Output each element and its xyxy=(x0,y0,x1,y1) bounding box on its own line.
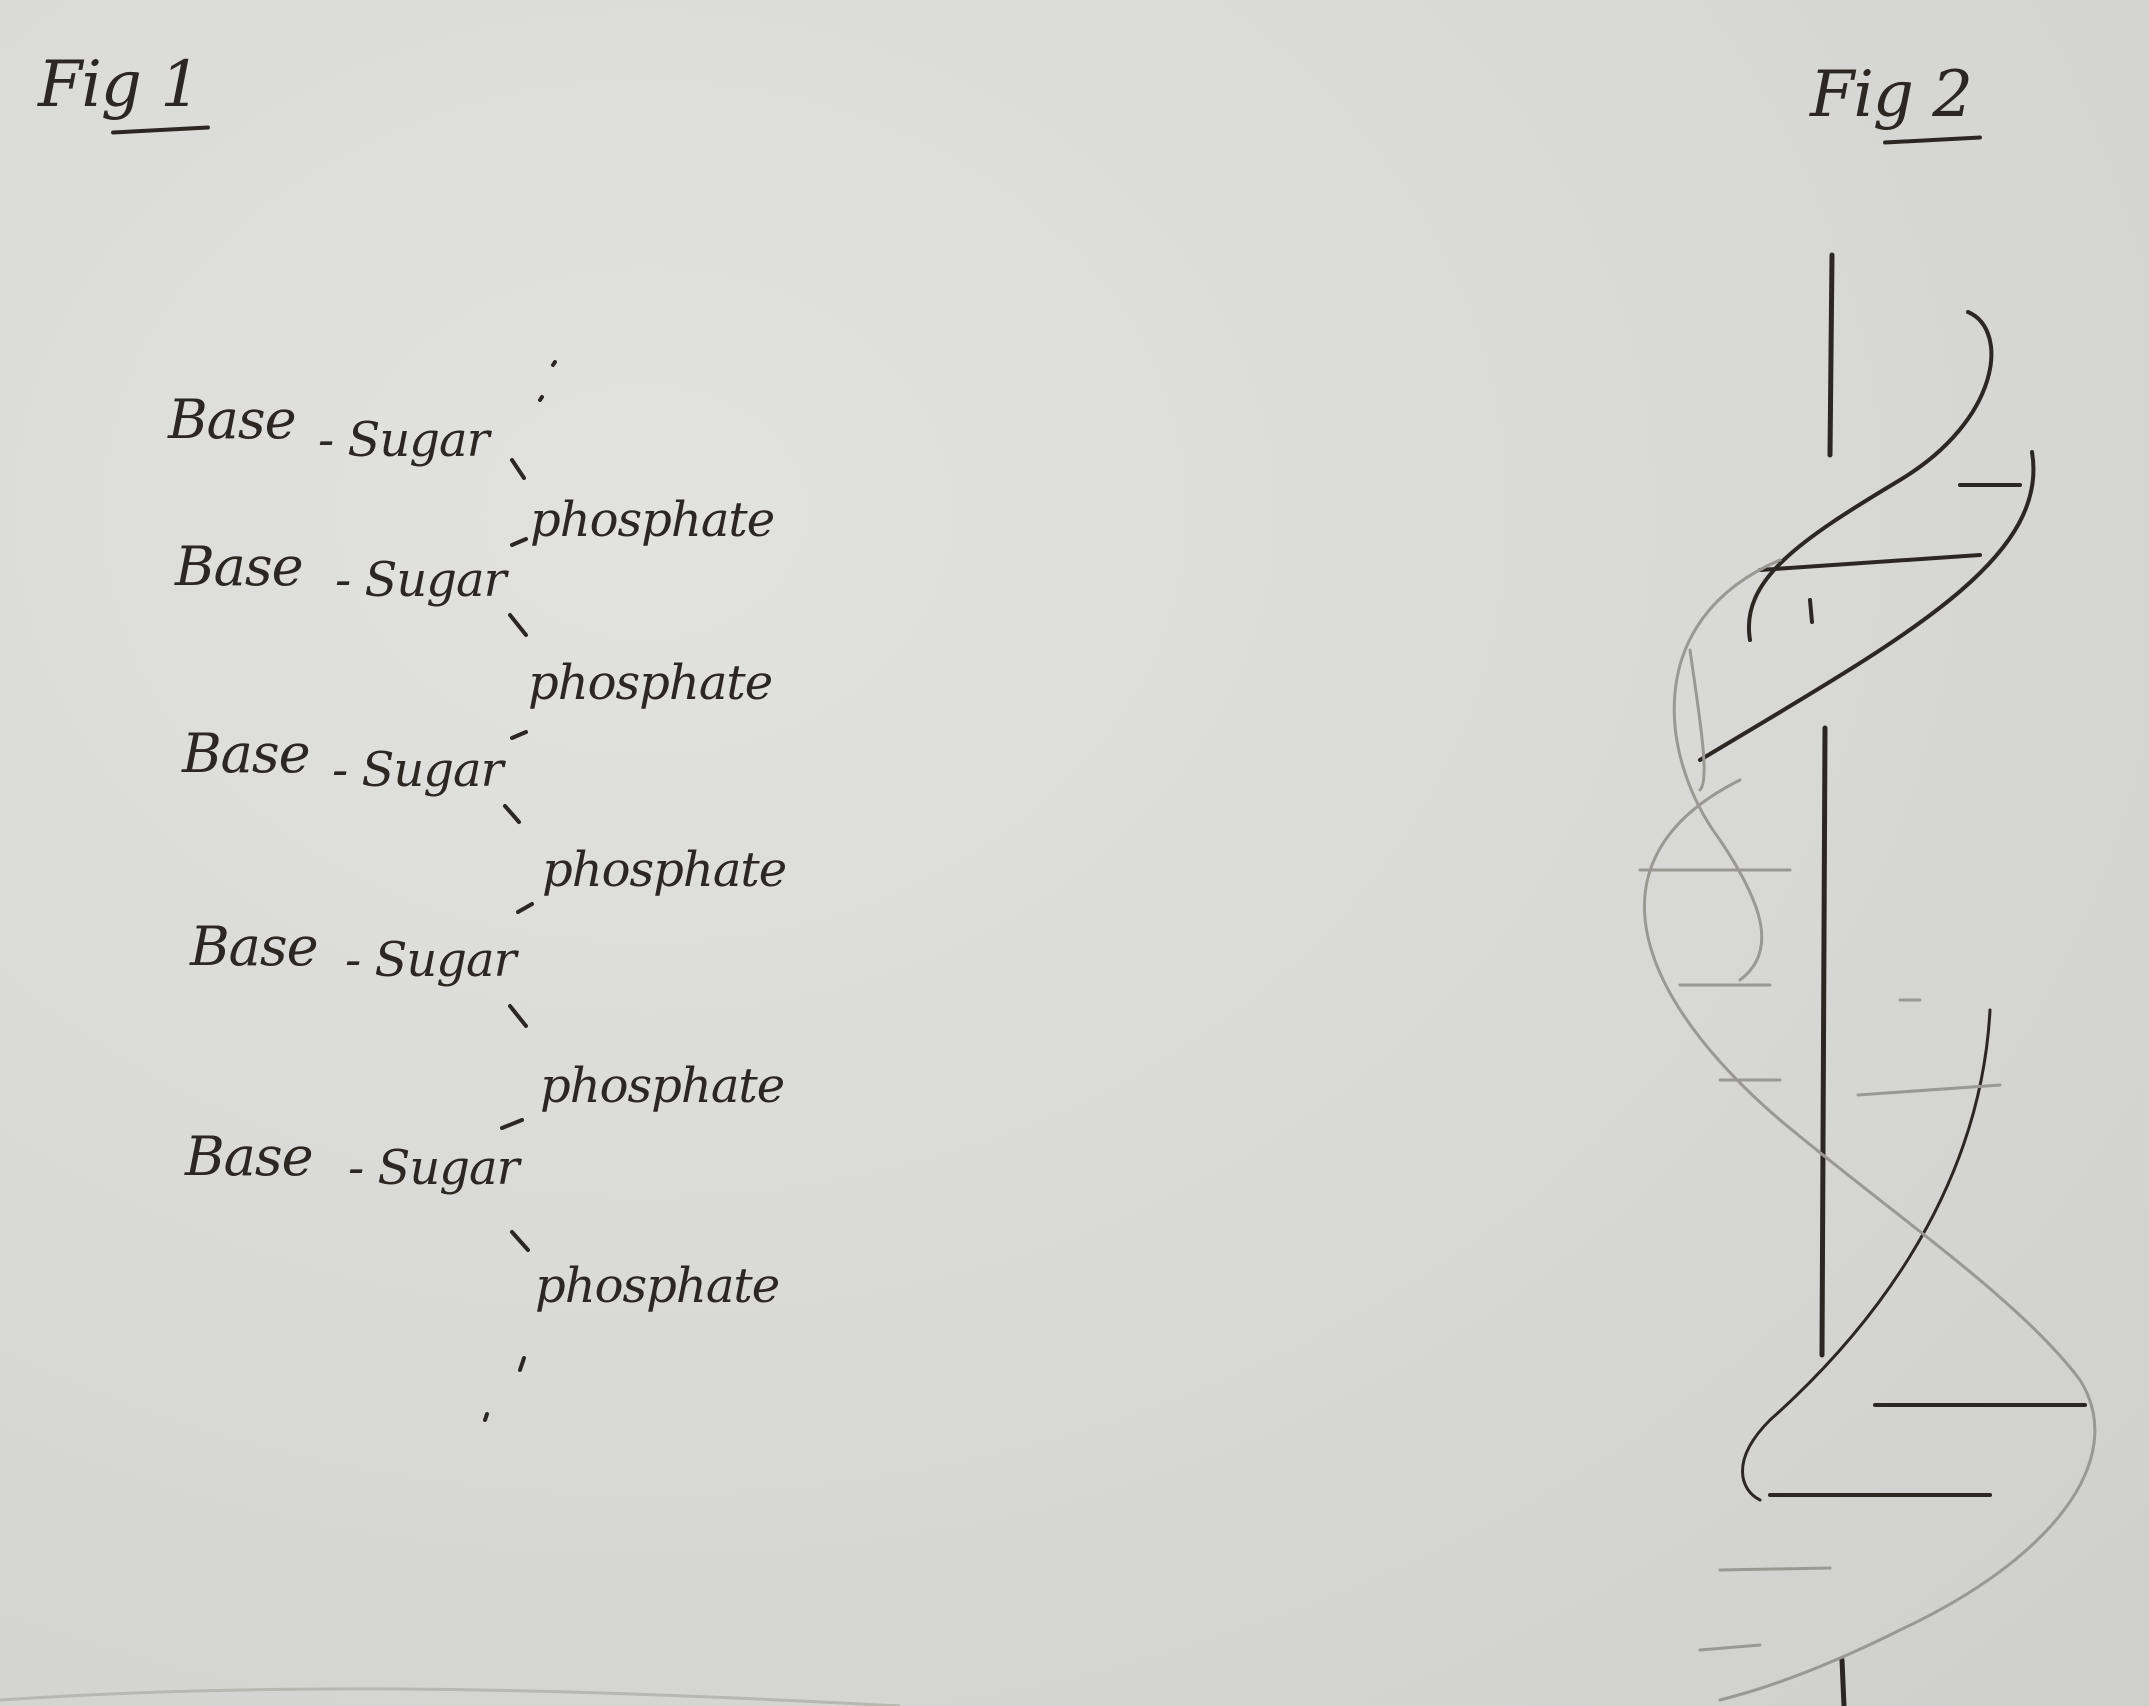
helix-strand-ink-top xyxy=(1749,312,1991,640)
helix-axis-top xyxy=(1830,255,1832,455)
faint-pencil-arc xyxy=(0,1689,900,1706)
rung-ink-3 xyxy=(1760,555,1980,570)
rung-pencil-6 xyxy=(1720,1568,1830,1570)
helix-strand-pencil-upper xyxy=(1674,560,1780,980)
helix-axis-middle xyxy=(1822,728,1825,1355)
helix-axis-bottom xyxy=(1842,1660,1844,1706)
helix-strand-pencil-lower xyxy=(1644,780,2094,1700)
rung-ink-tick xyxy=(1810,600,1812,622)
helix-strand-ink-lower xyxy=(1743,1010,1991,1500)
rung-pencil-7 xyxy=(1700,1645,1760,1650)
helix-strand-pencil-faint xyxy=(1690,650,1704,790)
